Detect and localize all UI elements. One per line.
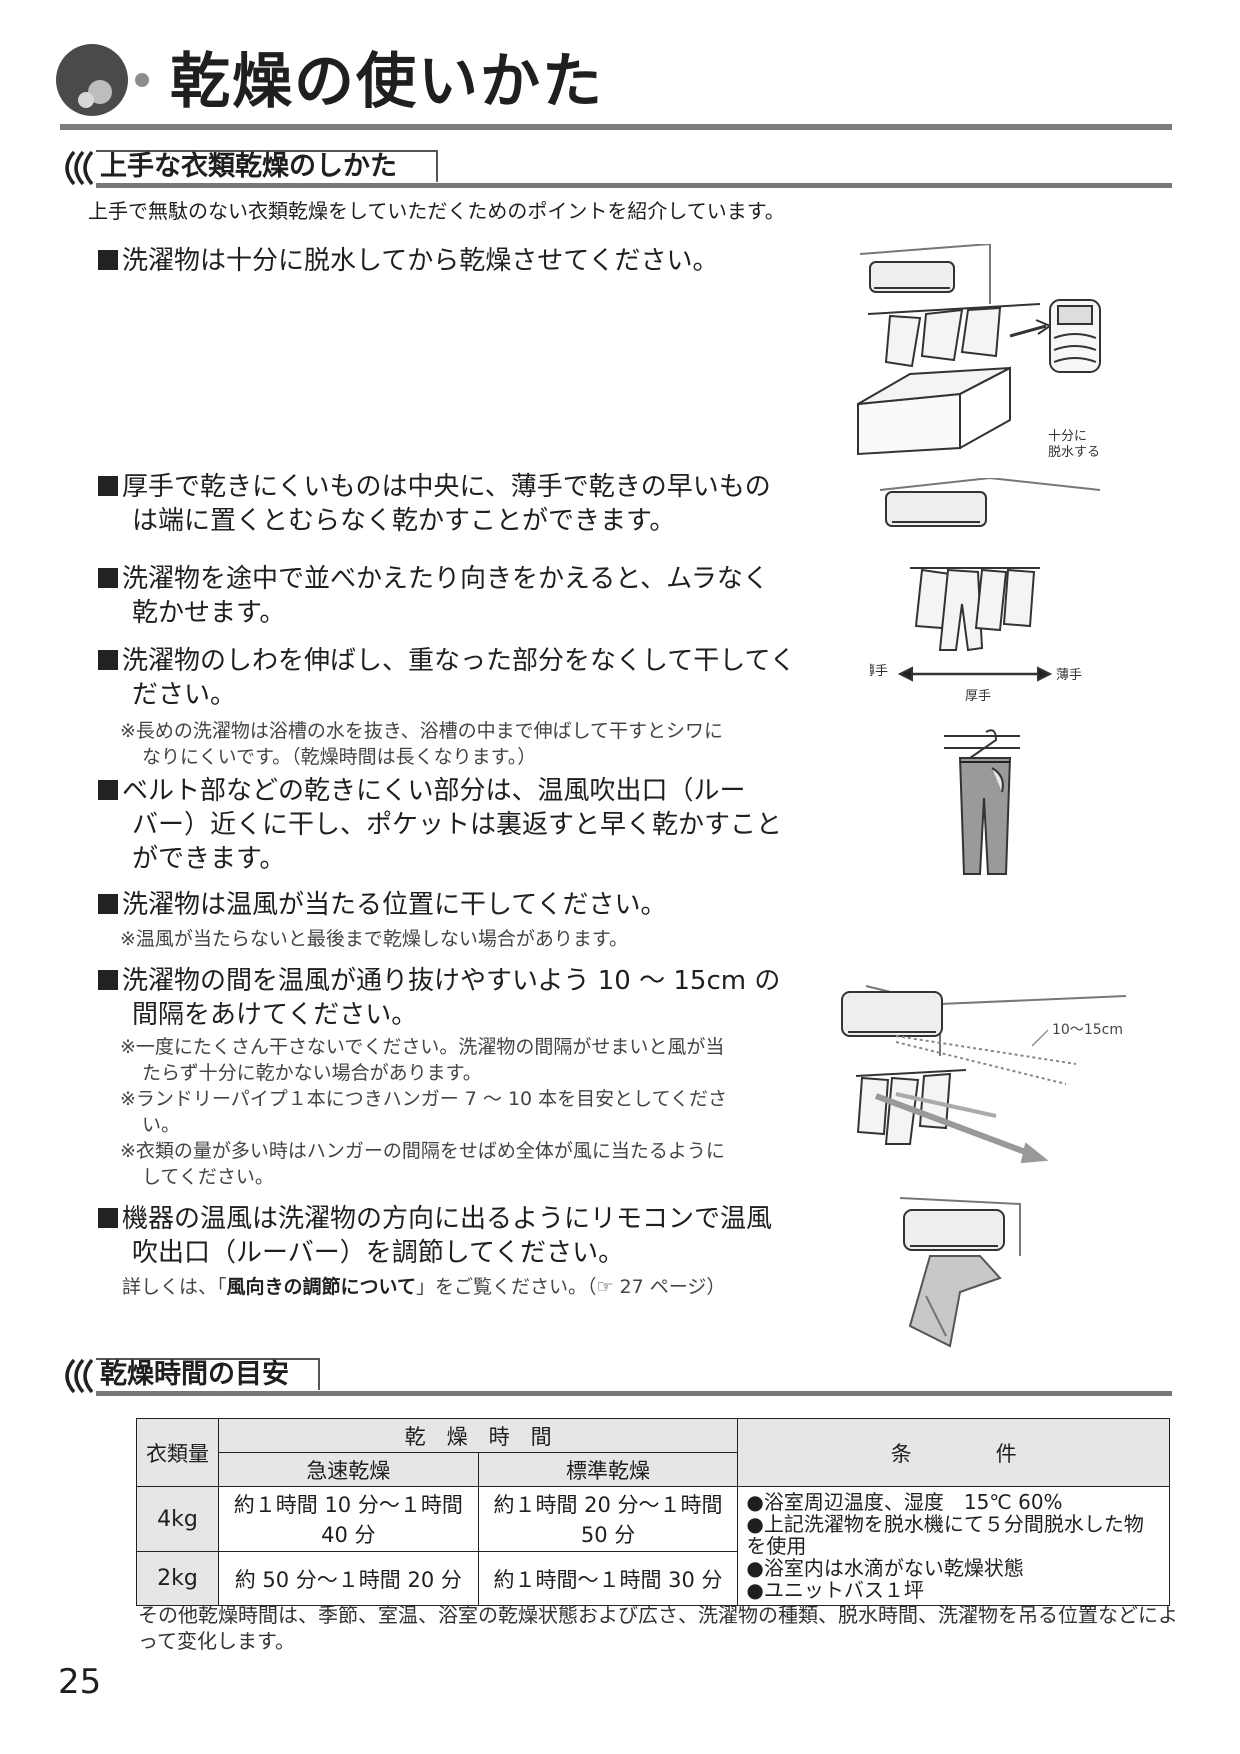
bullet-1: 洗濯物は十分に脱水してから乾燥させてください。 bbox=[98, 244, 798, 278]
bullet-5: ベルト部などの乾きにくい部分は、温風吹出口（ルー バー）近くに干し、ポケットは裏… bbox=[98, 774, 798, 876]
bullet-4: 洗濯物のしわを伸ばし、重なった部分をなくして干してく ださい。 bbox=[98, 644, 798, 712]
header-drying-time: 乾 燥 時 間 bbox=[217, 1418, 739, 1453]
section-marker-icon bbox=[65, 150, 94, 186]
section-heading-2: 乾燥時間の目安 bbox=[100, 1359, 289, 1390]
reference-link[interactable]: 風向きの調節について bbox=[226, 1276, 416, 1298]
thin-left-label: 薄手 bbox=[870, 664, 888, 679]
header-conditions: 条 件 bbox=[737, 1418, 1170, 1487]
header-amount: 衣類量 bbox=[136, 1418, 219, 1487]
spin-dry-illustration: 十分に 脱水する bbox=[857, 244, 1101, 460]
note-bullet-4: ※長めの洗濯物は浴槽の水を抜き、浴槽の中まで伸ばして干すとシワに なりにくいです… bbox=[120, 720, 724, 768]
conditions-cell: ●浴室周辺温度、湿度 15℃ 60% ●上記洗濯物を脱水機にて５分間脱水した物を… bbox=[737, 1486, 1170, 1606]
title-circles-icon bbox=[56, 44, 149, 116]
section-marker-icon-2 bbox=[65, 1358, 94, 1394]
spin-label-1: 十分に bbox=[1048, 429, 1087, 444]
notes-bullet-7: ※一度にたくさん干さないでください。洗濯物の間隔がせまいと風が当 たらず十分に乾… bbox=[120, 1036, 728, 1188]
spacing-illustration: 10〜15cm bbox=[841, 985, 1126, 1164]
title-rule bbox=[60, 124, 1172, 130]
header-rapid: 急速乾燥 bbox=[217, 1452, 479, 1487]
bullet-8: 機器の温風は洗濯物の方向に出るようにリモコンで温風 吹出口（ルーバー）を調節して… bbox=[98, 1202, 798, 1270]
page-number: 25 bbox=[58, 1662, 102, 1702]
bullet-6: 洗濯物は温風が当たる位置に干してください。 bbox=[98, 888, 798, 922]
rapid-cell: 約 50 分～１時間 20 分 bbox=[217, 1551, 479, 1606]
amount-cell: 4kg bbox=[136, 1485, 219, 1553]
standard-cell: 約１時間 20 分～１時間 50 分 bbox=[477, 1485, 739, 1553]
header-standard: 標準乾燥 bbox=[477, 1452, 739, 1487]
note-bullet-6: ※温風が当たらないと最後まで乾燥しない場合があります。 bbox=[120, 928, 629, 950]
trousers-illustration bbox=[944, 729, 1020, 875]
page-title: 乾燥の使いかた bbox=[170, 47, 604, 117]
gap-label: 10〜15cm bbox=[1052, 1022, 1123, 1038]
bullet-3: 洗濯物を途中で並べかえたり向きをかえると、ムラなく 乾かせます。 bbox=[98, 562, 798, 630]
section-heading: 上手な衣類乾燥のしかた bbox=[100, 151, 397, 182]
section-rule bbox=[96, 183, 1172, 188]
bullet-7: 洗濯物の間を温風が通り抜けやすいよう 10 ～ 15cm の 間隔をあけてくださ… bbox=[98, 964, 798, 1032]
amount-cell: 2kg bbox=[136, 1551, 219, 1606]
rapid-cell: 約１時間 10 分～１時間 40 分 bbox=[217, 1485, 479, 1553]
section-heading-box bbox=[96, 150, 438, 182]
drying-time-table: 衣類量 乾 燥 時 間 条 件 急速乾燥 標準乾燥 4kg 約１時間 10 分～… bbox=[136, 1418, 1170, 1606]
thin-right-label: 薄手 bbox=[1056, 668, 1082, 683]
table-footnote: その他乾燥時間は、季節、室温、浴室の乾燥状態および広さ、洗濯物の種類、脱水時間、… bbox=[138, 1603, 1178, 1653]
spin-label-2: 脱水する bbox=[1048, 445, 1100, 460]
section-heading-box-2 bbox=[96, 1358, 320, 1390]
airflow-illustration bbox=[899, 1197, 1021, 1348]
arrangement-illustration: 薄手 薄手 厚手 bbox=[870, 478, 1101, 704]
standard-cell: 約１時間～１時間 30 分 bbox=[477, 1551, 739, 1606]
thick-label: 厚手 bbox=[965, 689, 991, 704]
bullet-2: 厚手で乾きにくいものは中央に、薄手で乾きの早いもの は端に置くとむらなく乾かすこ… bbox=[98, 470, 798, 538]
table-row: 4kg 約１時間 10 分～１時間 40 分 約１時間 20 分～１時間 50 … bbox=[136, 1485, 1170, 1606]
intro-text: 上手で無駄のない衣類乾燥をしていただくためのポイントを紹介しています。 bbox=[88, 199, 785, 223]
section-rule-2 bbox=[96, 1391, 1172, 1396]
page-reference: 詳しくは、「風向きの調節について」をご覧ください。（☞ 27 ページ） bbox=[122, 1276, 726, 1298]
table-row: 2kg 約 50 分～１時間 20 分 約１時間～１時間 30 分 bbox=[136, 1551, 1170, 1606]
